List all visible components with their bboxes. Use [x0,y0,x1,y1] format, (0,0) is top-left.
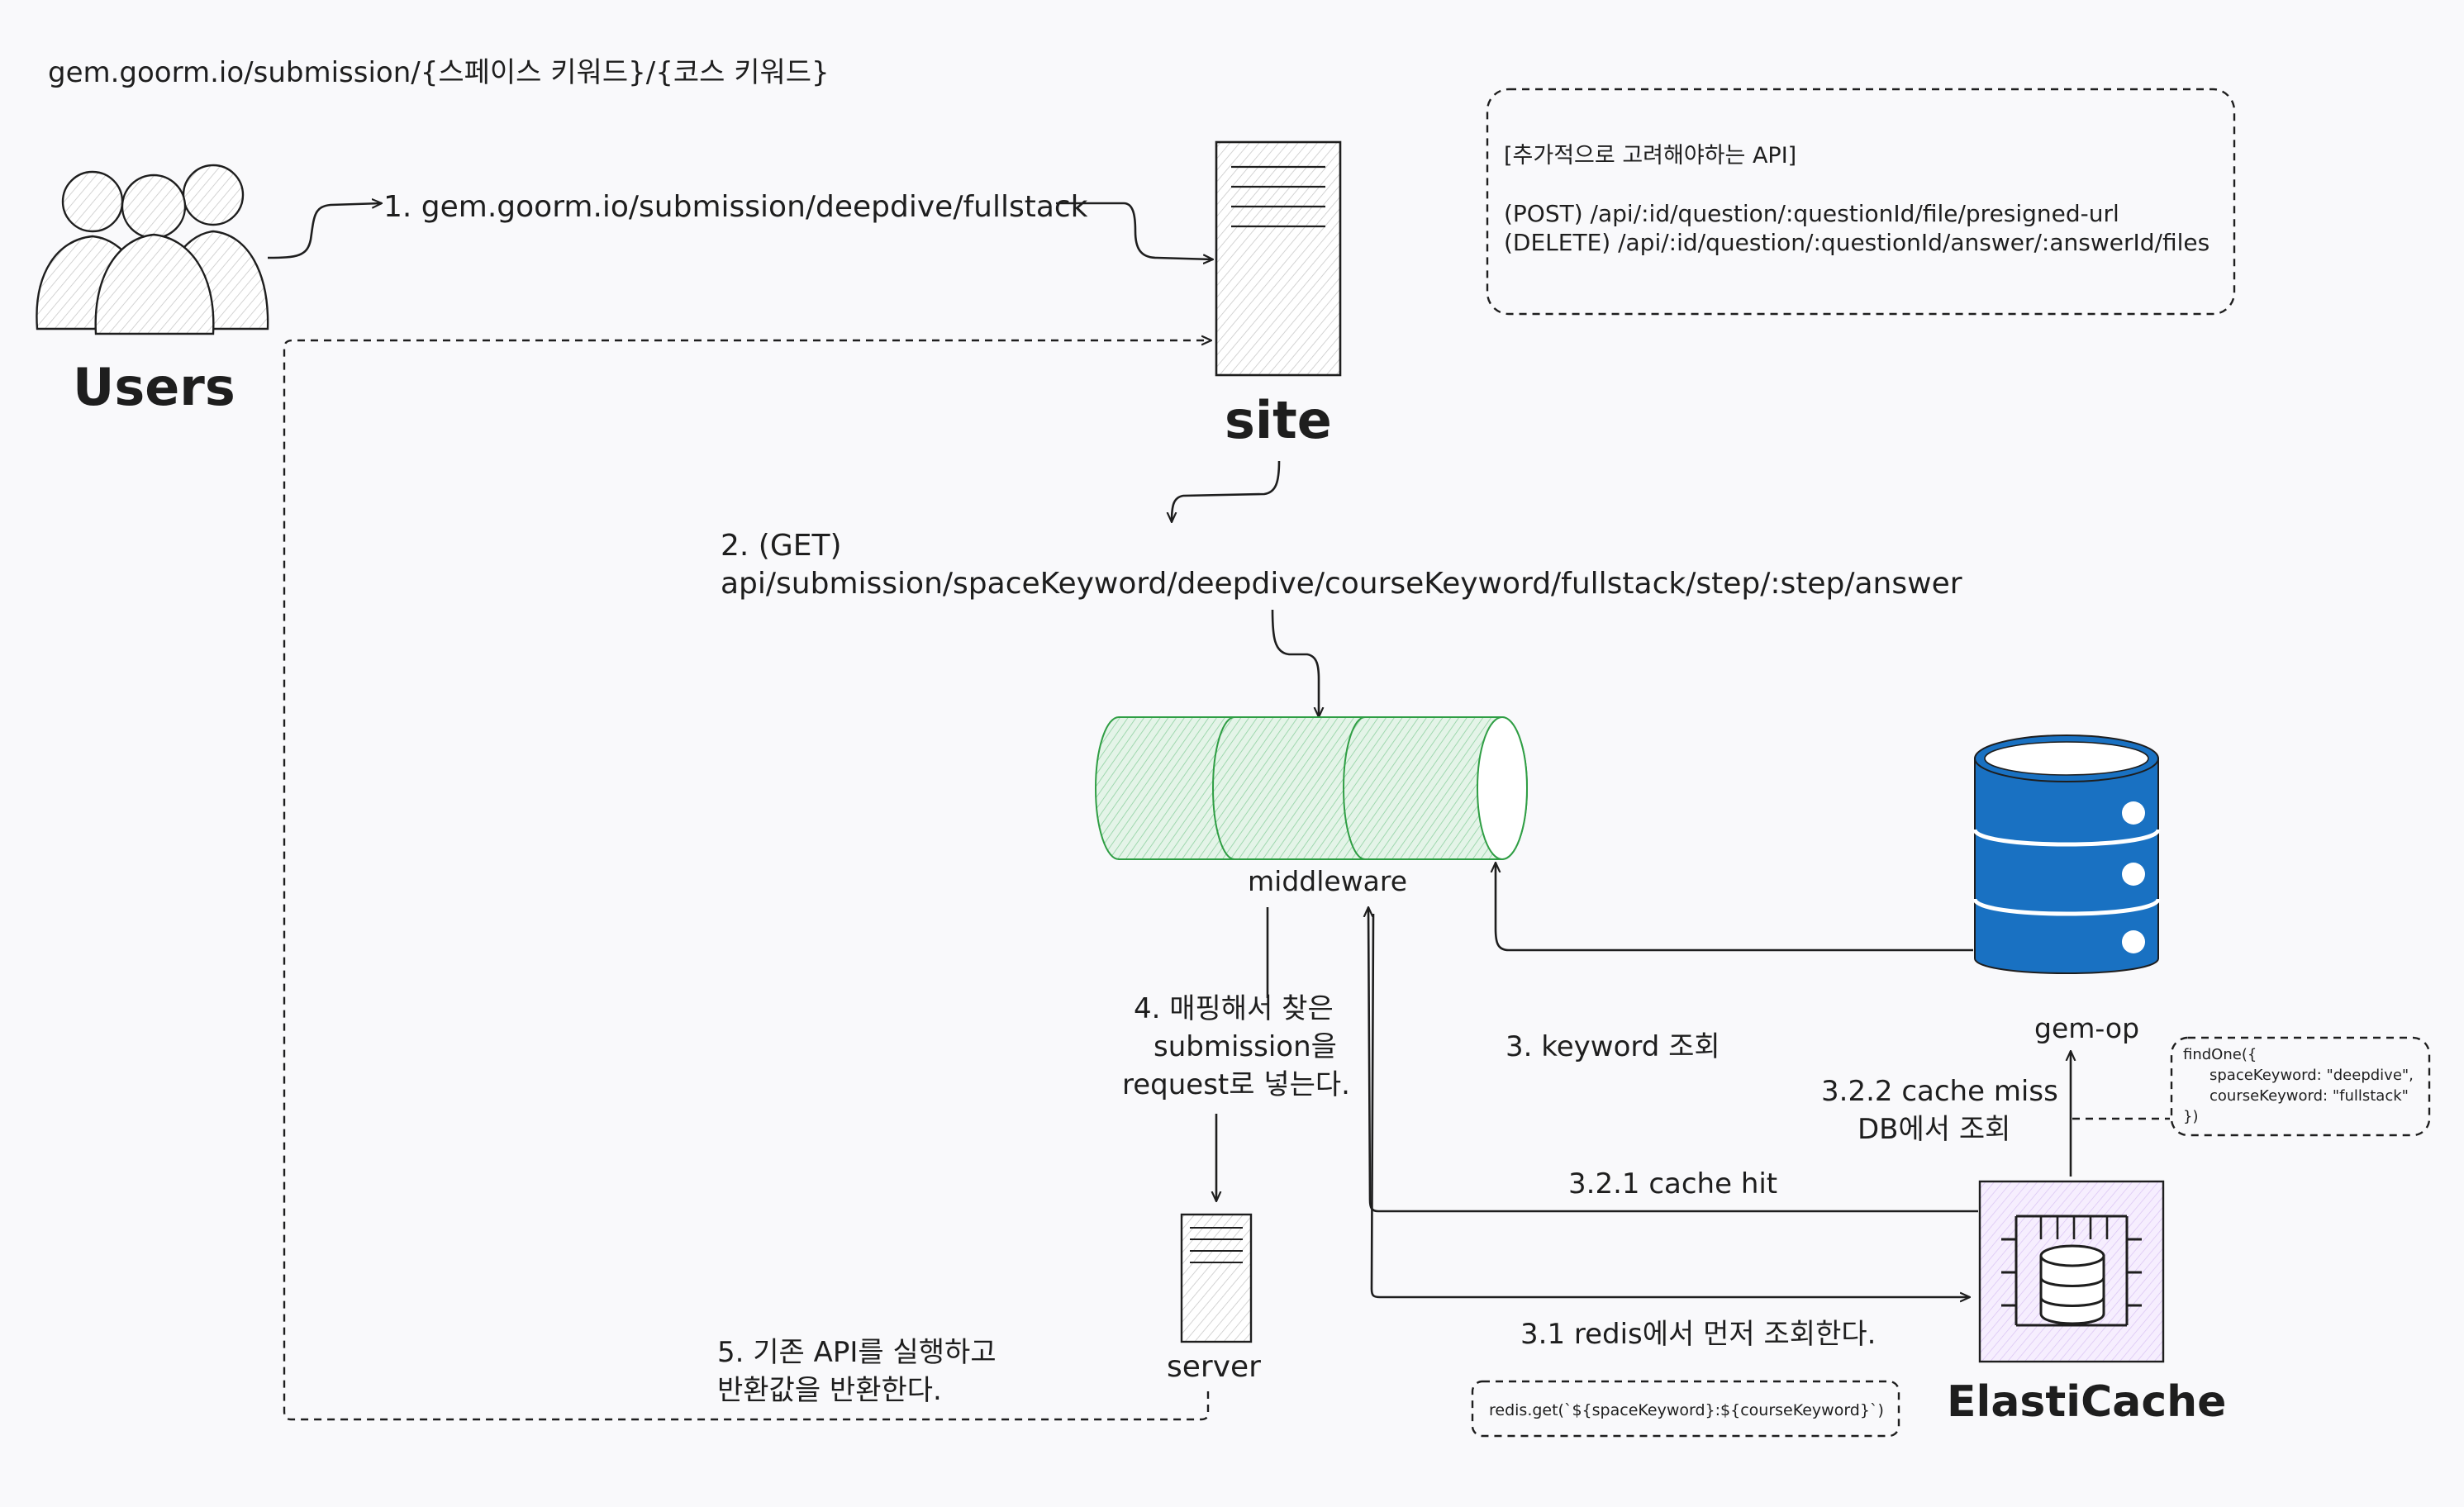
step3-label: 3. keyword 조회 [1506,1030,1720,1063]
arrow-db-to-middleware [1496,863,1973,952]
step5-label-2: 반환값을 반환한다. [717,1374,942,1407]
elasticache-label: ElastiCache [1947,1377,2226,1427]
step4-label-1: 4. 매핑해서 찾은 [1134,992,1334,1025]
step5-label-1: 5. 기존 API를 실행하고 [717,1336,997,1369]
database-label: gem-op [2034,1012,2139,1044]
middleware-label: middleware [1248,865,1407,897]
step4-label-2: submission을 [1154,1030,1337,1063]
database-cylinder-icon [1972,734,2161,974]
users-label: Users [73,357,235,417]
redis-code-box [1471,1380,1900,1438]
arrow-return-to-site [283,340,1211,1421]
url-pattern: gem.goorm.io/submission/{스페이스 키워드}/{코스 키… [48,56,830,89]
step4-label-3: request로 넣는다. [1122,1068,1350,1101]
step3-2-2-label-2: DB에서 조회 [1858,1113,2010,1146]
arrow-cache-hit-to-middleware [1368,907,1978,1213]
findone-line2: spaceKeyword: "deepdive", [2210,1067,2414,1084]
server-label: server [1167,1350,1261,1384]
api-note-line2: (DELETE) /api/:id/question/:questionId/a… [1504,229,2210,256]
elasticache-chip-icon [1978,1180,2165,1363]
step2-label-2: api/submission/spaceKeyword/deepdive/cou… [721,567,1962,601]
arrow-step1-to-site [1056,202,1213,259]
step1-label: 1. gem.goorm.io/submission/deepdive/full… [383,190,1088,224]
step3-2-1-label: 3.2.1 cache hit [1568,1167,1777,1200]
step3-2-2-label-1: 3.2.2 cache miss [1821,1075,2058,1108]
server-rack-icon [1180,1213,1253,1343]
step2-label-1: 2. (GET) [721,529,842,563]
users-group-icon [36,164,269,335]
findone-line4: }) [2183,1108,2198,1125]
site-label: site [1225,390,1332,450]
api-note-line1: (POST) /api/:id/question/:questionId/fil… [1504,200,2119,227]
redis-code: redis.get(`${spaceKeyword}:${courseKeywo… [1489,1401,1884,1419]
arrow-middleware-to-cache [1370,913,1970,1297]
findone-code-box [2170,1036,2431,1137]
step3-1-label: 3.1 redis에서 먼저 조회한다. [1520,1318,1876,1351]
findone-line3: courseKeyword: "fullstack" [2210,1087,2409,1105]
site-server-icon [1215,140,1342,377]
findone-line1: findOne({ [2183,1046,2257,1063]
arrow-site-to-step2 [1172,460,1281,522]
api-note-title: [추가적으로 고려해야하는 API] [1504,143,1796,169]
arrow-step2-to-middleware [1271,609,1319,717]
middleware-pipe-icon [1095,716,1528,860]
arrow-users-to-site [267,203,382,259]
